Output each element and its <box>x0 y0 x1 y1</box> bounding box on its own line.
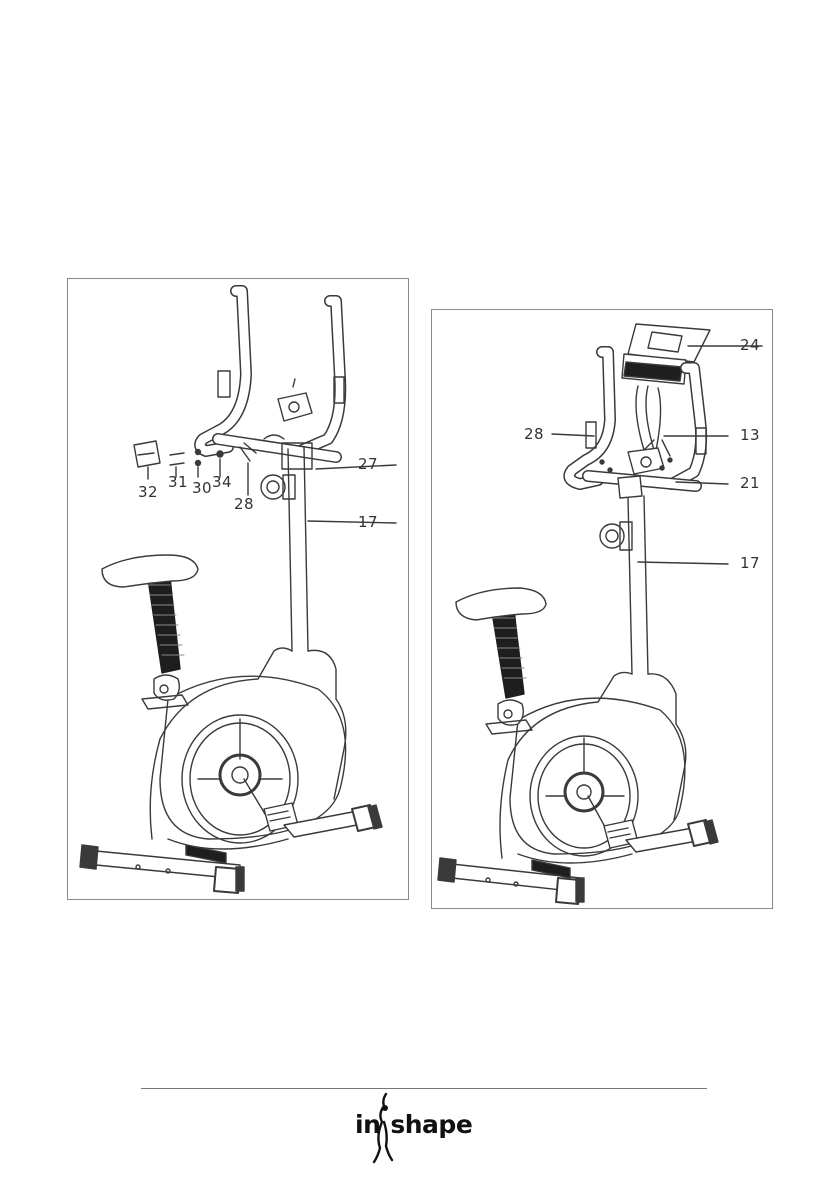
exercise-bike-drawing-2 <box>432 310 772 908</box>
callout-31: 31 <box>168 475 188 490</box>
assembly-figure-1: 27 17 32 31 30 34 28 <box>67 278 409 900</box>
brand-left: in <box>355 1110 380 1139</box>
callout-27: 27 <box>358 457 378 472</box>
callout-28: 28 <box>234 497 254 512</box>
callout-24: 24 <box>740 338 760 353</box>
callout-17: 17 <box>358 515 378 530</box>
callout-28: 28 <box>524 427 544 442</box>
brand-right: shape <box>390 1110 472 1139</box>
footer-divider <box>141 1088 707 1089</box>
callout-21: 21 <box>740 476 760 491</box>
callout-17: 17 <box>740 556 760 571</box>
callout-13: 13 <box>740 428 760 443</box>
exercise-bike-drawing-1 <box>68 279 408 899</box>
assembly-figure-2: 24 28 13 21 17 <box>431 309 773 909</box>
callout-30: 30 <box>192 481 212 496</box>
callout-32: 32 <box>138 485 158 500</box>
callout-34: 34 <box>212 475 232 490</box>
